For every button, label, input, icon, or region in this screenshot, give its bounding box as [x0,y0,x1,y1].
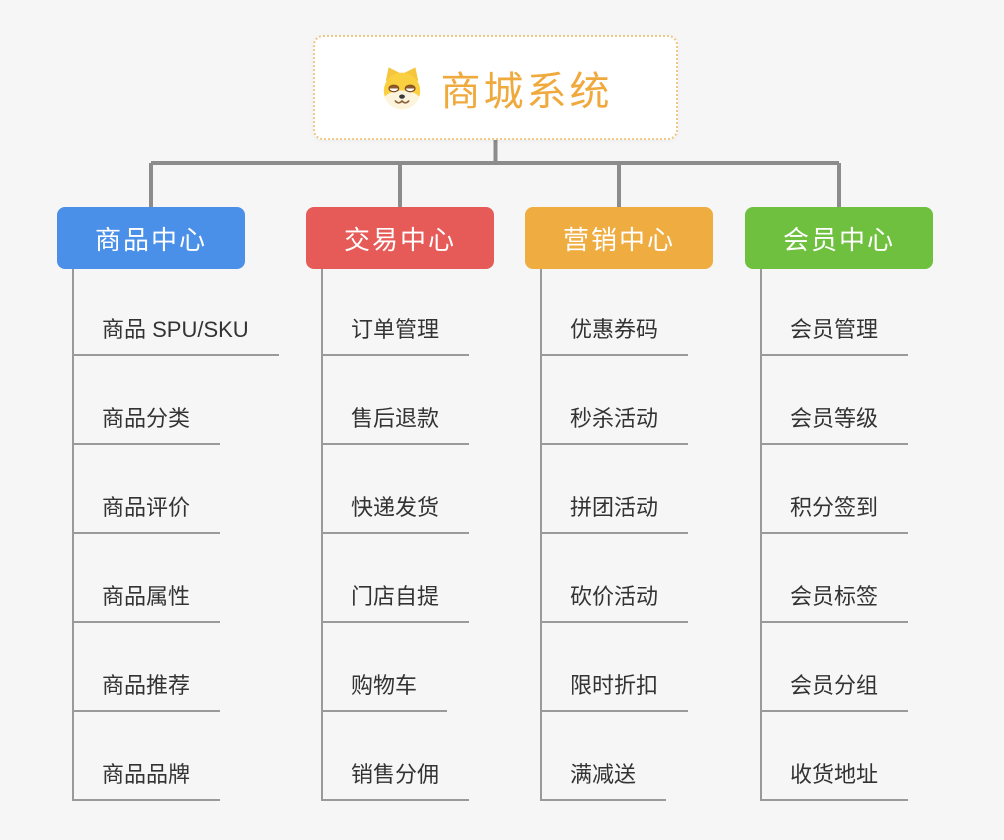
branch-trunk-line [72,269,74,801]
subtopic-item[interactable]: 商品推荐 [72,672,221,712]
shiba-dog-face-icon [379,65,425,111]
subtopic-item[interactable]: 优惠券码 [540,316,689,356]
subtopic-item[interactable]: 会员分组 [760,672,909,712]
subtopic-item[interactable]: 砍价活动 [540,583,689,623]
subtopic-item[interactable]: 满减送 [540,761,667,801]
subtopic-item[interactable]: 快递发货 [321,494,470,534]
branch-trunk-line [760,269,762,801]
branch-header[interactable]: 交易中心 [306,207,494,269]
branch-header[interactable]: 会员中心 [745,207,933,269]
subtopic-item[interactable]: 会员标签 [760,583,909,623]
subtopic-item[interactable]: 商品分类 [72,405,221,445]
subtopic-item[interactable]: 收货地址 [760,761,909,801]
subtopic-item[interactable]: 商品 SPU/SKU [72,316,279,356]
subtopic-item[interactable]: 销售分佣 [321,761,470,801]
root-node[interactable]: 商城系统 [313,35,678,140]
subtopic-item[interactable]: 秒杀活动 [540,405,689,445]
subtopic-item[interactable]: 商品评价 [72,494,221,534]
subtopic-item[interactable]: 售后退款 [321,405,470,445]
branch-header[interactable]: 营销中心 [525,207,713,269]
branch-trunk-line [540,269,542,801]
subtopic-item[interactable]: 门店自提 [321,583,470,623]
branch-header[interactable]: 商品中心 [57,207,245,269]
subtopic-item[interactable]: 拼团活动 [540,494,689,534]
subtopic-item[interactable]: 限时折扣 [540,672,689,712]
subtopic-item[interactable]: 购物车 [321,672,448,712]
subtopic-item[interactable]: 会员等级 [760,405,909,445]
root-title: 商城系统 [440,69,613,114]
subtopic-item[interactable]: 商品属性 [72,583,221,623]
branch-trunk-line [321,269,323,801]
subtopic-item[interactable]: 积分签到 [760,494,909,534]
subtopic-item[interactable]: 订单管理 [321,316,470,356]
subtopic-item[interactable]: 会员管理 [760,316,909,356]
subtopic-item[interactable]: 商品品牌 [72,761,221,801]
